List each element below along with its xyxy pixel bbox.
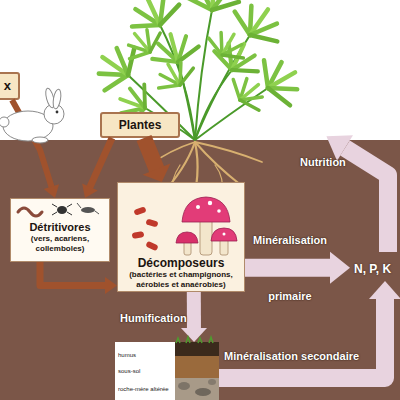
- plant-box: Plantes: [100, 112, 180, 138]
- nutrient-node: N, P, K: [350, 257, 400, 281]
- node-text: roche-mère altérée: [118, 385, 169, 393]
- arrow-shaft: [89, 138, 112, 188]
- plant-leaves: [88, 0, 308, 129]
- cap-spot: [208, 201, 212, 205]
- process-label: Humification: [120, 311, 200, 325]
- process-label: Minéralisation primaire: [240, 212, 340, 324]
- stem: [195, 70, 232, 140]
- rabbit-foot: [32, 137, 48, 143]
- cap-spot: [223, 233, 226, 236]
- bacterium: [145, 241, 158, 252]
- cap-spot: [196, 205, 200, 209]
- arrow-shaft: [219, 297, 385, 378]
- bacterium: [145, 219, 158, 228]
- node-text: (vers, acariens, collemboles): [14, 234, 106, 254]
- leaf: [119, 21, 165, 65]
- arrow-head: [181, 328, 207, 342]
- soil: [0, 140, 400, 400]
- node-title: x: [0, 74, 11, 98]
- flow-arrow: [82, 138, 112, 198]
- humus-layer: [175, 342, 219, 356]
- arrow-head: [330, 252, 350, 284]
- stone: [178, 382, 190, 390]
- animal-box: x: [0, 72, 20, 100]
- leaf: [229, 0, 289, 50]
- bacterium: [133, 206, 146, 216]
- detritivore-icons: [18, 203, 99, 216]
- arrow-shaft: [40, 262, 106, 285]
- root: [195, 142, 262, 162]
- bacterium: [132, 231, 145, 239]
- grass: [176, 337, 213, 343]
- arrow-shaft: [144, 138, 157, 170]
- nutrition-arrow-shaft: [345, 148, 388, 252]
- stone: [195, 388, 211, 396]
- arrow-head: [105, 277, 117, 294]
- springtail-antenna: [77, 203, 99, 214]
- bacteria-icons: [132, 206, 159, 251]
- soil-profile-picture: [175, 337, 219, 400]
- rabbit-tail: [0, 117, 9, 127]
- leaf: [205, 24, 252, 65]
- bedrock-layer: [175, 378, 219, 400]
- mushroom-cap: [211, 228, 237, 241]
- leaf: [186, 0, 241, 12]
- arrow-label: Nutrition: [300, 155, 370, 169]
- node-title: humus: [118, 351, 136, 359]
- node-text: sous-sol: [118, 367, 140, 375]
- mite-legs: [52, 204, 72, 215]
- leaf: [88, 36, 143, 96]
- subsoil-layer: [175, 356, 219, 378]
- mushroom-cap: [182, 197, 230, 222]
- rabbit: [0, 87, 64, 143]
- node-text: (bactéries et champignons, aérobies et a…: [121, 270, 241, 290]
- node-title: Détritivores: [14, 221, 106, 234]
- process-label: Minéralisation secondaire: [224, 349, 394, 363]
- leaf: [255, 50, 308, 111]
- mushroom-cap: [176, 232, 198, 243]
- node-title: Décomposeurs: [121, 256, 241, 270]
- node-title: Plantes: [102, 114, 178, 136]
- cap-spot: [217, 209, 221, 213]
- leaf: [227, 69, 271, 115]
- flow-arrow: [245, 252, 350, 284]
- worm-icon: [18, 208, 42, 216]
- arrow-head: [369, 281, 400, 299]
- mite-icon: [57, 206, 67, 214]
- leaf: [147, 28, 201, 68]
- arrow-shaft: [187, 292, 201, 329]
- node-title: N, P, K: [354, 257, 400, 281]
- nutrition-arrow: [326, 135, 388, 252]
- arrow-head: [143, 163, 171, 182]
- flow-arrow: [40, 262, 117, 294]
- rabbit-eye: [56, 111, 59, 114]
- leaf: [151, 54, 198, 95]
- arrow-shaft: [245, 259, 332, 277]
- arrow-head: [82, 184, 98, 198]
- flow-arrow: [143, 138, 171, 182]
- rabbit-ear: [52, 89, 62, 110]
- arrow-head: [44, 184, 59, 198]
- mushrooms: [176, 197, 237, 255]
- leaf: [123, 0, 183, 36]
- stone: [208, 379, 216, 385]
- mushroom-stem: [200, 218, 212, 255]
- springtail-icon: [81, 207, 95, 213]
